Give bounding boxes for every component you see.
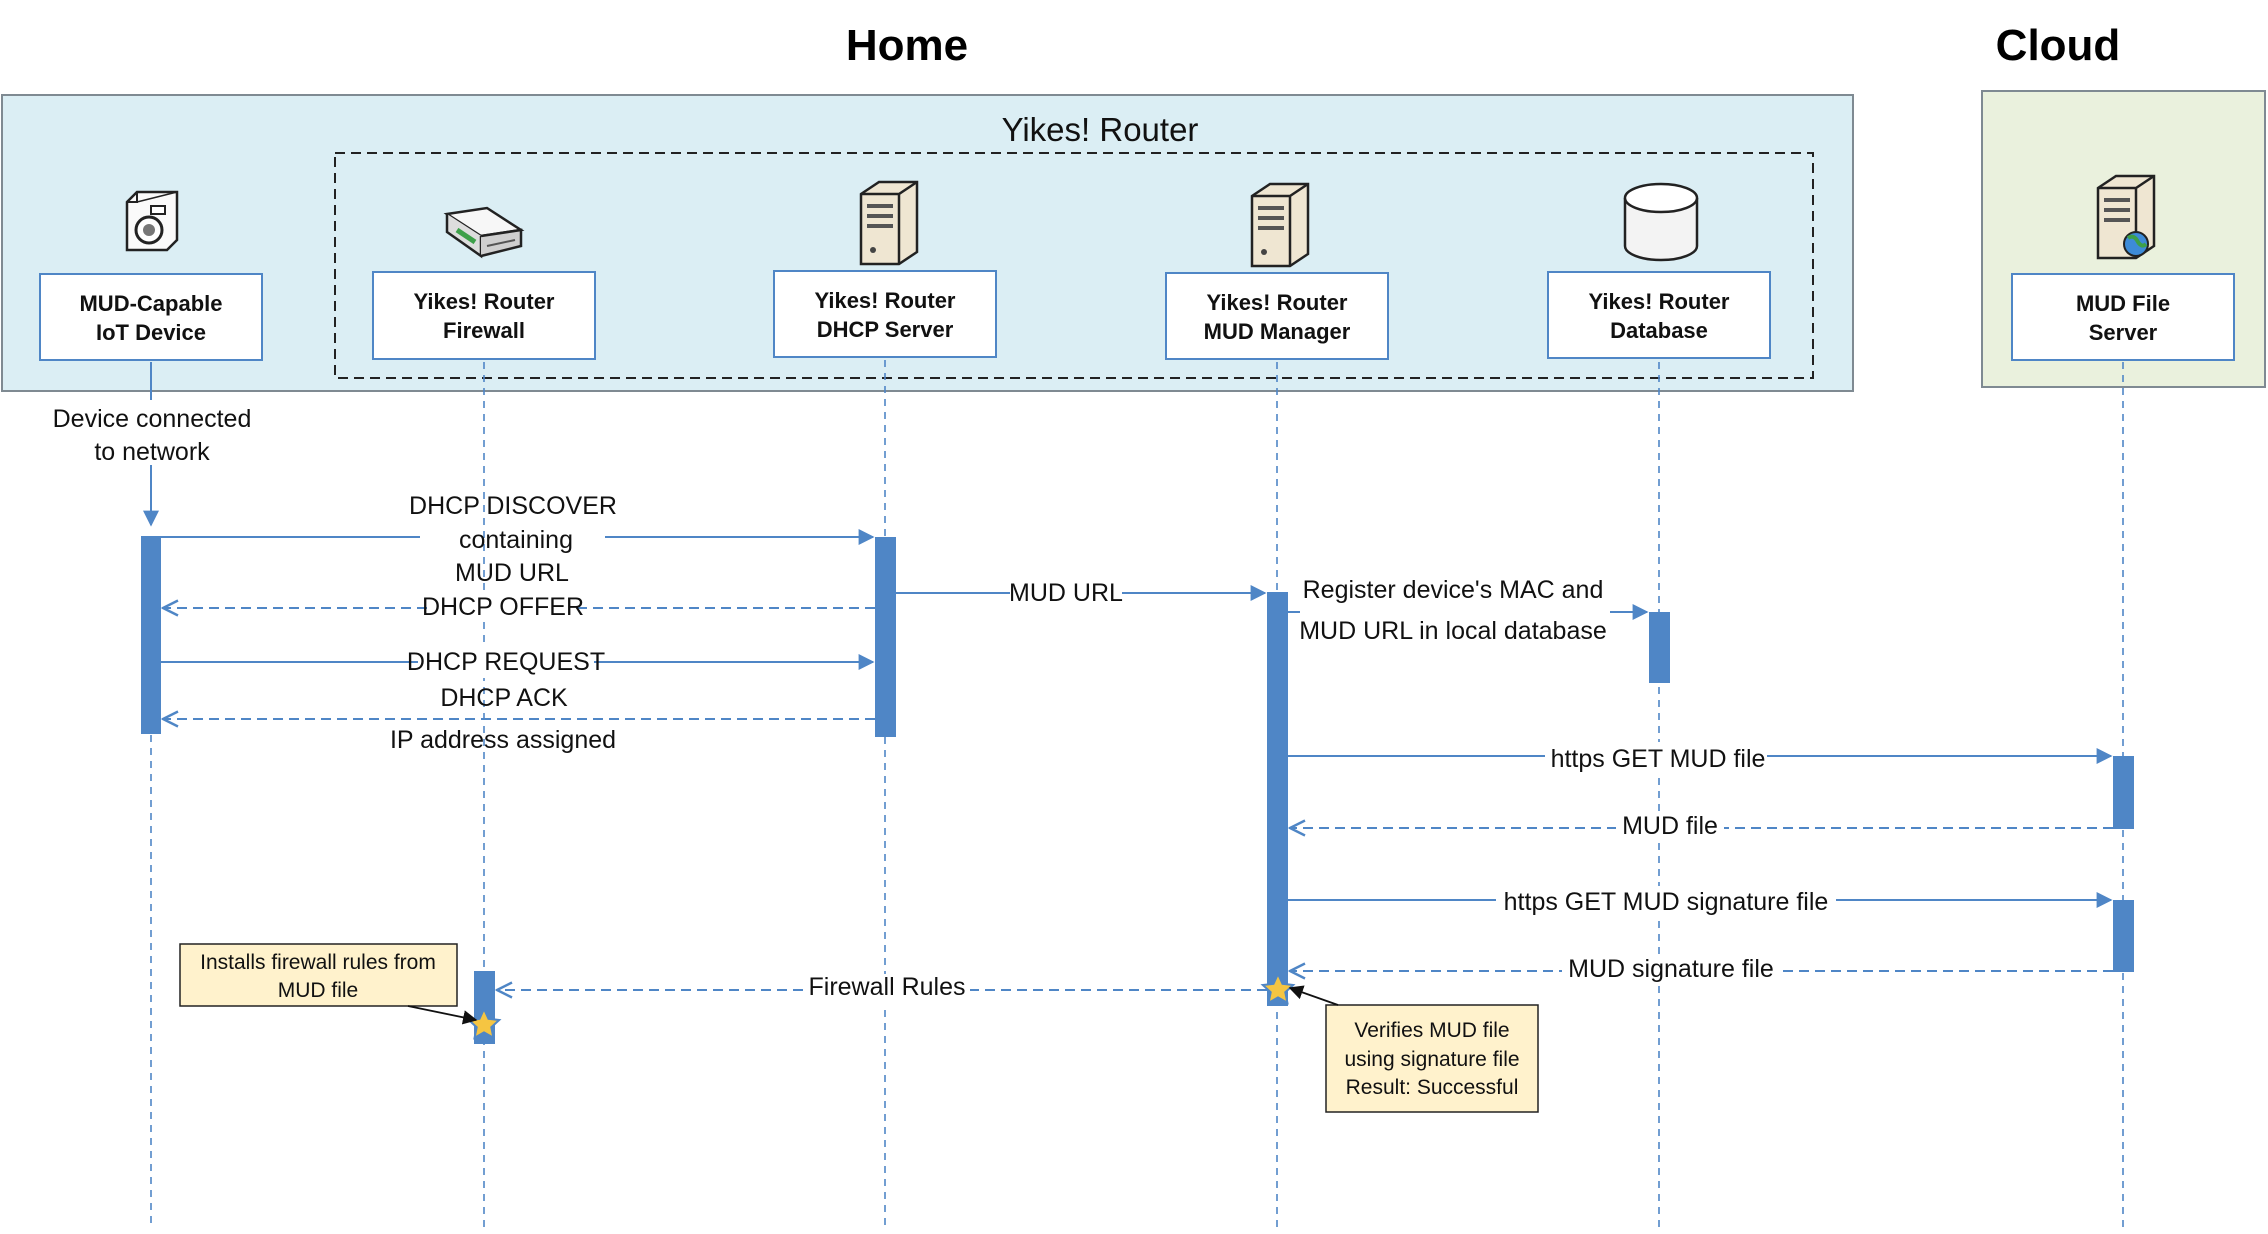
- home-title: Home: [846, 21, 968, 70]
- note-verify-text: using signature file: [1344, 1048, 1519, 1071]
- msg-register-label: MUD URL in local database: [1299, 617, 1607, 645]
- actor-fw: Yikes! Router Firewall: [372, 271, 596, 360]
- msg-get-sig-label: https GET MUD signature file: [1504, 888, 1829, 916]
- router-icon: [443, 206, 525, 259]
- actor-label: MUD Manager: [1204, 319, 1351, 344]
- activation-dhcp: [875, 537, 896, 737]
- actor-label: Firewall: [443, 318, 525, 343]
- actor-mudsrv: MUD File Server: [2011, 273, 2235, 361]
- msg-mud-url-label: MUD URL: [1009, 579, 1123, 607]
- actor-label: MUD File: [2076, 291, 2170, 316]
- note-install-text: MUD file: [278, 979, 359, 1002]
- msg-fw-rules-label: Firewall Rules: [809, 973, 966, 1001]
- actor-label: Database: [1610, 318, 1708, 343]
- activation-iot: [141, 536, 161, 734]
- actor-db: Yikes! Router Database: [1547, 271, 1771, 359]
- actor-label: Yikes! Router: [413, 289, 554, 314]
- actor-label: Yikes! Router: [1206, 290, 1347, 315]
- device-connected-label: to network: [94, 438, 210, 466]
- msg-dhcp-discover-label: DHCP DISCOVER: [409, 492, 617, 520]
- msg-get-mud-label: https GET MUD file: [1551, 745, 1766, 773]
- note-install: Installs firewall rules from MUD file: [179, 943, 478, 1025]
- msg-dhcp-discover-label: MUD URL: [455, 559, 569, 587]
- actor-label: Yikes! Router: [814, 288, 955, 313]
- note-install-pointer: [407, 1005, 478, 1025]
- star-icon: [1260, 971, 1296, 1005]
- activation-mudsrv-1: [2113, 756, 2134, 829]
- database-icon: [1623, 182, 1699, 262]
- note-install-text: Installs firewall rules from: [200, 951, 436, 974]
- msg-ip-assigned-label: IP address assigned: [390, 726, 616, 754]
- note-verify-pointer: [1288, 985, 1339, 1006]
- msg-dhcp-discover-label: containing: [459, 526, 573, 554]
- note-verify-text: Result: Successful: [1346, 1076, 1519, 1099]
- actor-label: MUD-Capable: [79, 291, 222, 316]
- web-server-icon: [2096, 174, 2156, 260]
- note-verify-text: Verifies MUD file: [1354, 1019, 1509, 1042]
- activation-bars: [141, 536, 2134, 1044]
- activation-mudsrv-2: [2113, 900, 2134, 972]
- router-group: [334, 152, 1814, 379]
- actor-dhcp: Yikes! Router DHCP Server: [773, 270, 997, 358]
- actor-label: Yikes! Router: [1588, 289, 1729, 314]
- actor-mgr: Yikes! Router MUD Manager: [1165, 272, 1389, 360]
- activation-mgr: [1267, 592, 1288, 1006]
- actor-label: Server: [2089, 320, 2158, 345]
- device-connected-label: Device connected: [53, 405, 252, 433]
- lifelines: [150, 360, 2124, 1229]
- msg-dhcp-offer-label: DHCP OFFER: [422, 593, 584, 621]
- server-icon: [1250, 182, 1310, 268]
- msg-sig-file-label: MUD signature file: [1568, 955, 1774, 983]
- camera-icon: [125, 190, 179, 252]
- msg-dhcp-ack-label: DHCP ACK: [440, 684, 568, 712]
- note-verify: Verifies MUD file using signature file R…: [1288, 985, 1539, 1113]
- msg-dhcp-request-label: DHCP REQUEST: [407, 648, 605, 676]
- router-group-title: Yikes! Router: [1002, 111, 1199, 148]
- actor-label: IoT Device: [96, 320, 206, 345]
- msg-mud-file-label: MUD file: [1622, 812, 1718, 840]
- cloud-title: Cloud: [1996, 21, 2121, 70]
- actor-iot: MUD-Capable IoT Device: [39, 273, 263, 361]
- msg-register-label: Register device's MAC and: [1303, 576, 1604, 604]
- activation-db: [1649, 612, 1670, 683]
- server-icon: [859, 180, 919, 266]
- actor-label: DHCP Server: [817, 317, 954, 342]
